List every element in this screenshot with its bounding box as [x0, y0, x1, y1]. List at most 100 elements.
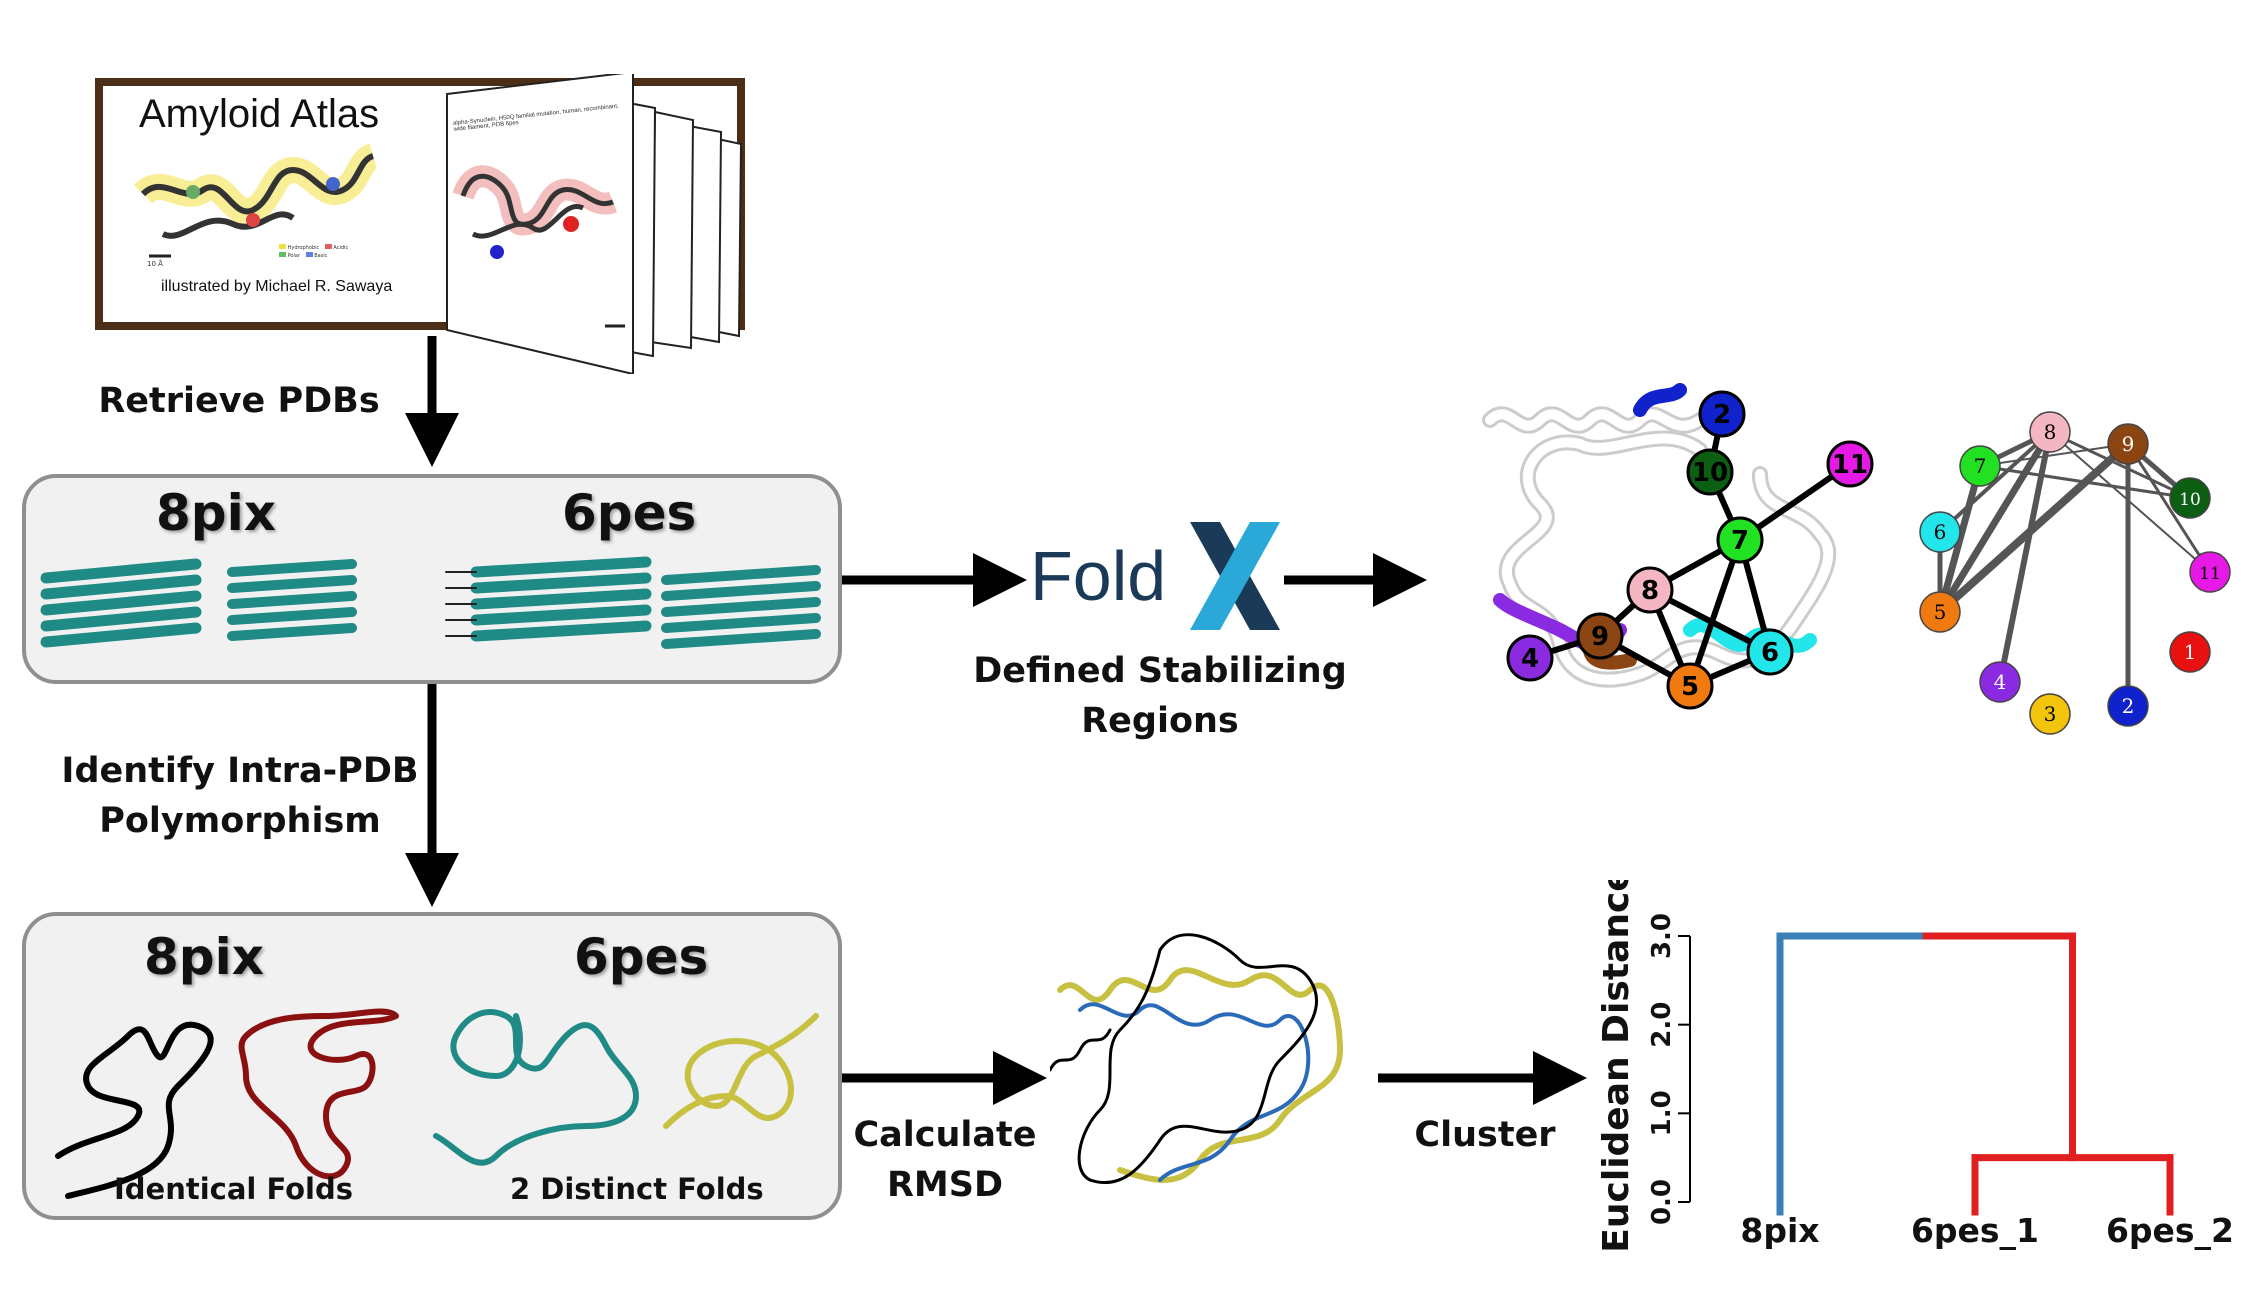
dendrogram-tick-label: 2.0	[1647, 1002, 1677, 1048]
fibril-6pes-b	[661, 565, 821, 649]
network-2d-node-label: 8	[2044, 420, 2057, 444]
network-3d-node-label: 7	[1731, 526, 1749, 556]
calculate-rmsd-label-1: Calculate	[853, 1115, 1037, 1155]
foldx-logo-text: Fold	[1030, 537, 1167, 615]
network-2d-node-label: 6	[1934, 520, 1947, 544]
folds-panel: 8pix 6pes Identical Folds 2 Distinct Fol…	[22, 912, 842, 1220]
structure-network-2d: 8 9 7 10 6 11 5 1 4 3 2	[1919, 411, 2231, 735]
network-3d-node-label: 5	[1681, 672, 1699, 702]
fibril-panel: 8pix 6pes	[22, 474, 842, 684]
network-2d-node-4: 4	[1979, 661, 2021, 703]
fibril-6pes-a	[470, 556, 652, 642]
foldx-logo: Fold	[1030, 516, 1290, 636]
stabilizing-regions-label-1: Defined Stabilizing	[973, 651, 1347, 691]
network-3d-node-7: 7	[1716, 516, 1764, 564]
legend-hydrophobic: Hydrophobic	[287, 245, 320, 251]
atlas-title: Amyloid Atlas	[139, 92, 380, 136]
dendrogram-y-axis: 0.0 1.0 2.0 3.0	[1647, 913, 1691, 1225]
dendrogram-tick-label: 1.0	[1647, 1090, 1677, 1136]
folds-8pix-label: 8pix	[144, 928, 264, 986]
atlas-book-graphic	[95, 70, 745, 376]
network-2d-node-label: 3	[2044, 702, 2057, 726]
folds-6pes-label: 6pes	[574, 928, 709, 986]
dendrogram-branches	[1776, 932, 2174, 1216]
network-3d-node-9: 9	[1576, 612, 1624, 660]
dendrogram-tick-label: 0.0	[1647, 1179, 1677, 1225]
network-3d-node-5: 5	[1666, 662, 1714, 710]
dendrogram-tick-label: 3.0	[1647, 913, 1677, 959]
network-2d-node-label: 7	[1974, 454, 1987, 478]
cluster-label: Cluster	[1414, 1115, 1556, 1155]
network-2d-node-7: 7	[1959, 445, 2001, 487]
stabilizing-regions-label-2: Regions	[1081, 701, 1239, 741]
network-nodes-3d: 2 10 11 7 8 9 4 5 6	[1506, 390, 1874, 710]
fold-8pix-b	[238, 1008, 399, 1180]
atlas-legend: Hydrophobic Acidic Polar Basic	[279, 244, 348, 260]
network-3d-node-label: 4	[1521, 644, 1539, 674]
network-3d-node-2: 2	[1698, 390, 1746, 438]
identify-polymorphism-label-2: Polymorphism	[99, 801, 381, 841]
network-2d-node-2: 2	[2107, 685, 2149, 727]
network-3d-node-label: 10	[1692, 458, 1728, 488]
network-3d-node-label: 11	[1832, 450, 1868, 480]
network-3d-node-11: 11	[1826, 440, 1874, 488]
network-3d-node-10: 10	[1686, 448, 1734, 496]
network-3d-node-4: 4	[1506, 634, 1554, 682]
fold-6pes-a	[433, 1009, 639, 1166]
network-3d-node-label: 8	[1641, 576, 1659, 606]
fold-traces	[55, 1008, 819, 1199]
network-2d-node-label: 1	[2184, 640, 2197, 664]
network-3d-node-label: 2	[1713, 400, 1731, 430]
network-3d-node-6: 6	[1746, 628, 1794, 676]
foldx-logo-mark	[1190, 522, 1280, 630]
dendrogram-leaves: 8pix 6pes_1 6pes_2	[1740, 1211, 2234, 1250]
identical-folds-caption: Identical Folds	[114, 1172, 353, 1206]
dendrogram-leaf-label: 6pes_1	[1911, 1211, 2039, 1250]
legend-acidic: Acidic	[333, 245, 349, 251]
network-2d-node-9: 9	[2107, 423, 2149, 465]
network-edges-2d	[1936, 429, 2212, 706]
identify-polymorphism-label-1: Identify Intra-PDB	[61, 751, 419, 791]
fibril-8pix-a	[40, 558, 202, 648]
dendrogram-leaf-label: 8pix	[1740, 1211, 1819, 1250]
amyloid-atlas-book: Amyloid Atlas illustrated by Michael R. …	[93, 70, 755, 376]
legend-polar: Polar	[287, 253, 300, 259]
calculate-rmsd-label-2: RMSD	[886, 1165, 1004, 1205]
fibril-6pes-label: 6pes	[562, 484, 697, 542]
structure-network-3d: 2 10 11 7 8 9 4 5 6	[1482, 383, 1874, 710]
network-2d-node-10: 10	[2169, 477, 2211, 519]
network-2d-node-label: 5	[1934, 600, 1947, 624]
fibril-8pix-label: 8pix	[156, 484, 276, 542]
atlas-cover-structure	[133, 143, 379, 239]
rmsd-superposition	[1050, 933, 1344, 1185]
atlas-scale-label: 10 Å	[147, 260, 163, 268]
network-2d-node-label: 4	[1994, 670, 2007, 694]
fibril-8pix-b	[227, 559, 357, 641]
network-3d-node-label: 6	[1761, 638, 1779, 668]
legend-basic: Basic	[314, 253, 328, 259]
network-3d-node-label: 9	[1591, 622, 1609, 652]
fibril-ribbons	[40, 556, 821, 649]
dendrogram-leaf-label: 6pes_2	[2106, 1211, 2234, 1250]
network-2d-node-3: 3	[2029, 693, 2071, 735]
network-2d-node-11: 11	[2189, 551, 2231, 593]
network-2d-node-5: 5	[1919, 591, 1961, 633]
network-nodes-2d: 8 9 7 10 6 11 5 1 4 3 2	[1919, 411, 2231, 735]
dendrogram-chart: Euclidean Distance 0.0 1.0 2.0 3.0 8pix 6pes…	[1596, 880, 2234, 1253]
atlas-credit: illustrated by Michael R. Sawaya	[161, 278, 393, 295]
network-2d-node-label: 9	[2122, 432, 2135, 456]
network-2d-node-label: 2	[2122, 694, 2135, 718]
network-2d-node-label: 11	[2199, 564, 2221, 584]
network-2d-node-6: 6	[1919, 511, 1961, 553]
network-2d-node-label: 10	[2179, 490, 2201, 510]
network-2d-node-8: 8	[2029, 411, 2071, 453]
distinct-folds-caption: 2 Distinct Folds	[510, 1172, 764, 1206]
network-3d-node-8: 8	[1626, 566, 1674, 614]
retrieve-pdbs-label: Retrieve PDBs	[98, 381, 380, 421]
fold-8pix-a	[55, 1021, 214, 1199]
atlas-page-structure	[452, 165, 618, 259]
dendrogram-ylabel: Euclidean Distance	[1596, 880, 1637, 1253]
fold-6pes-b	[663, 1013, 819, 1129]
network-2d-node-1: 1	[2169, 631, 2211, 673]
